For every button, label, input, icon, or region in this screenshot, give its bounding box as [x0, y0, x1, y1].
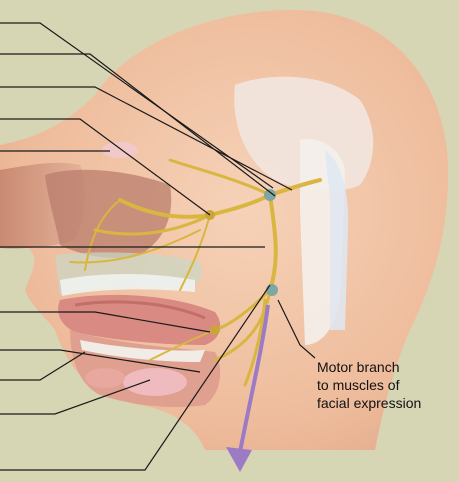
nerve-exit-node [266, 284, 278, 296]
callout-line-2: to muscles of [317, 377, 400, 393]
callout-line-1: Motor branch [317, 359, 399, 375]
callout-line-3: facial expression [317, 395, 421, 411]
submandibular-gland [123, 368, 187, 396]
sublingual-gland [85, 368, 125, 388]
lacrimal-gland [102, 142, 138, 158]
submandibular-ganglion [210, 325, 220, 335]
